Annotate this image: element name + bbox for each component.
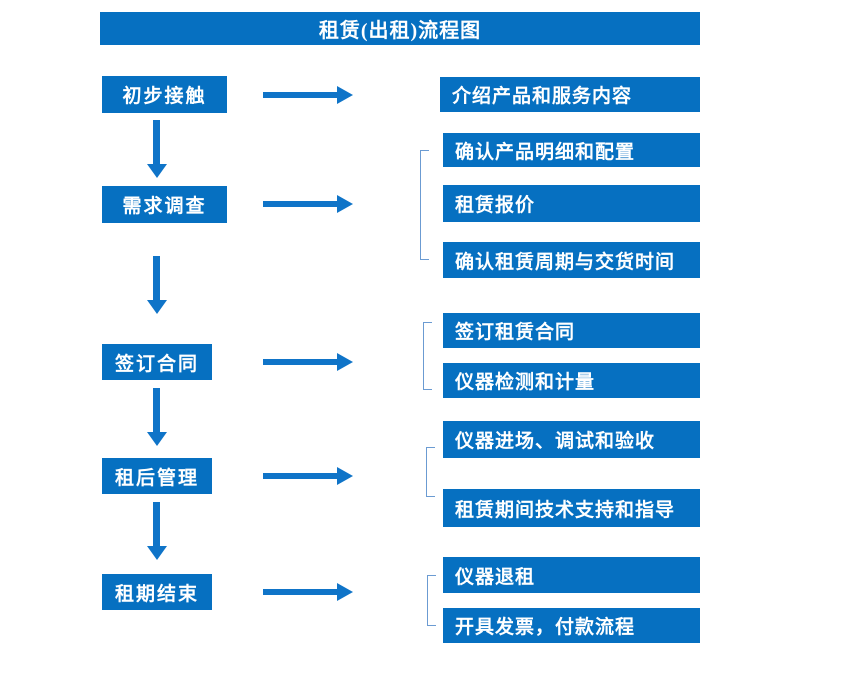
- group-bracket: [427, 575, 436, 626]
- group-bracket: [420, 150, 429, 260]
- down-arrow-head: [147, 432, 167, 446]
- down-arrow-stem: [153, 120, 160, 165]
- detail-box: 确认租赁周期与交货时间: [443, 242, 700, 278]
- right-arrow-stem: [263, 359, 339, 365]
- detail-box: 开具发票，付款流程: [443, 608, 700, 643]
- group-bracket: [426, 447, 435, 497]
- right-arrow-head: [337, 86, 353, 104]
- right-arrow: [263, 195, 353, 213]
- step-box-initial-contact: 初步接触: [102, 76, 227, 113]
- detail-box: 租赁报价: [443, 185, 700, 222]
- right-arrow-head: [337, 195, 353, 213]
- right-arrow-head: [337, 467, 353, 485]
- detail-box: 仪器退租: [443, 557, 700, 593]
- down-arrow-stem: [153, 388, 160, 433]
- right-arrow: [263, 583, 353, 601]
- step-box-post-rental-management: 租后管理: [102, 458, 212, 494]
- step-box-sign-contract: 签订合同: [102, 344, 212, 380]
- title-bar: 租赁(出租)流程图: [100, 12, 700, 45]
- group-bracket: [423, 322, 432, 390]
- detail-box: 租赁期间技术支持和指导: [443, 489, 700, 527]
- down-arrow-head: [147, 164, 167, 178]
- right-arrow-stem: [263, 589, 339, 595]
- page-title: 租赁(出租)流程图: [318, 20, 482, 42]
- down-arrow-stem: [153, 502, 160, 547]
- right-arrow-stem: [263, 201, 339, 207]
- step-box-rental-end: 租期结束: [102, 574, 212, 610]
- right-arrow: [263, 86, 353, 104]
- step-box-demand-survey: 需求调查: [102, 186, 227, 223]
- down-arrow-head: [147, 546, 167, 560]
- right-arrow-stem: [263, 92, 339, 98]
- down-arrow: [147, 120, 167, 178]
- down-arrow: [147, 256, 167, 314]
- right-arrow: [263, 353, 353, 371]
- right-arrow-stem: [263, 473, 339, 479]
- down-arrow-stem: [153, 256, 160, 301]
- detail-box: 签订租赁合同: [443, 313, 700, 348]
- detail-box: 仪器检测和计量: [443, 363, 700, 398]
- down-arrow-head: [147, 300, 167, 314]
- right-arrow: [263, 467, 353, 485]
- detail-box: 仪器进场、调试和验收: [443, 421, 700, 458]
- right-arrow-head: [337, 583, 353, 601]
- down-arrow: [147, 388, 167, 446]
- detail-box: 介绍产品和服务内容: [440, 77, 700, 112]
- down-arrow: [147, 502, 167, 560]
- right-arrow-head: [337, 353, 353, 371]
- detail-box: 确认产品明细和配置: [443, 133, 700, 167]
